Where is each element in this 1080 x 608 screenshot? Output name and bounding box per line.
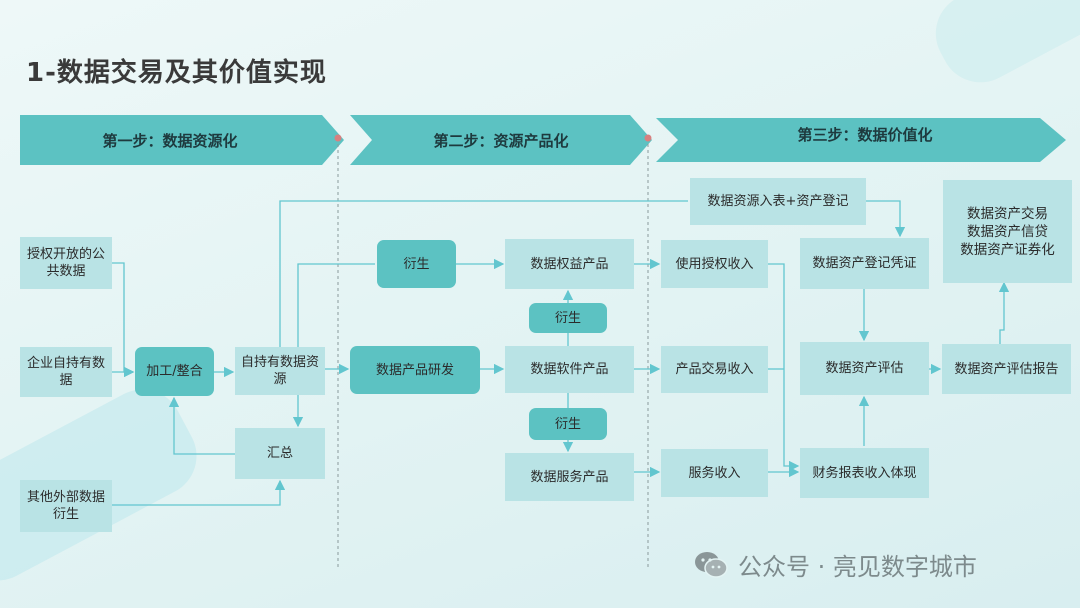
link-public-to-process <box>112 262 135 378</box>
node-rd: 数据产品研发 <box>350 346 480 394</box>
node-evaluation-report: 数据资产评估报告 <box>942 344 1071 394</box>
step-dividers <box>337 138 649 570</box>
node-software-product: 数据软件产品 <box>505 346 634 393</box>
watermark: 公众号 · 亮见数字城市 <box>694 547 977 582</box>
node-asset-applications: 数据资产交易 数据资产信贷 数据资产证券化 <box>943 180 1072 283</box>
node-registration: 数据资源入表+资产登记 <box>690 178 866 225</box>
node-self-resource: 自持有数据资源 <box>235 347 325 395</box>
node-license-income: 使用授权收入 <box>661 240 768 288</box>
step-chevron-1 <box>20 115 344 165</box>
link-summary-to-process <box>168 396 235 455</box>
step-chevron-2 <box>350 115 652 165</box>
application-securitization: 数据资产证券化 <box>960 241 1055 258</box>
page-title: 1-数据交易及其价值实现 <box>26 58 327 88</box>
link-resource-to-derive <box>297 263 375 347</box>
link-resource-to-registration <box>279 200 688 347</box>
node-summary: 汇总 <box>235 428 325 479</box>
link-report-to-applications <box>998 281 1010 344</box>
node-derive-low: 衍生 <box>529 408 607 440</box>
link-external-to-summary <box>112 479 286 506</box>
node-derive-top: 衍生 <box>377 240 456 288</box>
node-external-data: 其他外部数据衍生 <box>20 480 112 532</box>
application-trade: 数据资产交易 <box>967 205 1048 222</box>
node-registration-certificate: 数据资产登记凭证 <box>800 238 929 289</box>
node-financial-statement: 财务报表收入体现 <box>800 448 929 498</box>
step-chevron-3 <box>656 118 1066 162</box>
node-public-data: 授权开放的公共数据 <box>20 237 112 289</box>
node-process: 加工/整合 <box>135 347 214 396</box>
application-credit: 数据资产信贷 <box>967 223 1048 240</box>
step-label-2: 第二步：资源产品化 <box>433 131 569 150</box>
node-asset-evaluation: 数据资产评估 <box>800 342 929 395</box>
watermark-text: 公众号 · 亮见数字城市 <box>738 553 977 581</box>
node-trade-income: 产品交易收入 <box>661 346 768 393</box>
node-service-product: 数据服务产品 <box>505 453 634 501</box>
step-label-3: 第三步：数据价值化 <box>797 125 933 144</box>
divider-dot-2 <box>644 134 652 142</box>
node-enterprise-data: 企业自持有数据 <box>20 347 112 397</box>
link-registration-to-cert <box>866 200 906 238</box>
node-derive-mid: 衍生 <box>529 303 607 333</box>
wechat-icon <box>695 551 728 578</box>
link-license-to-financial <box>768 263 800 472</box>
divider-dot-1 <box>334 134 342 142</box>
node-equity-product: 数据权益产品 <box>505 239 634 289</box>
node-service-income: 服务收入 <box>661 449 768 497</box>
step-label-1: 第一步：数据资源化 <box>102 131 238 150</box>
